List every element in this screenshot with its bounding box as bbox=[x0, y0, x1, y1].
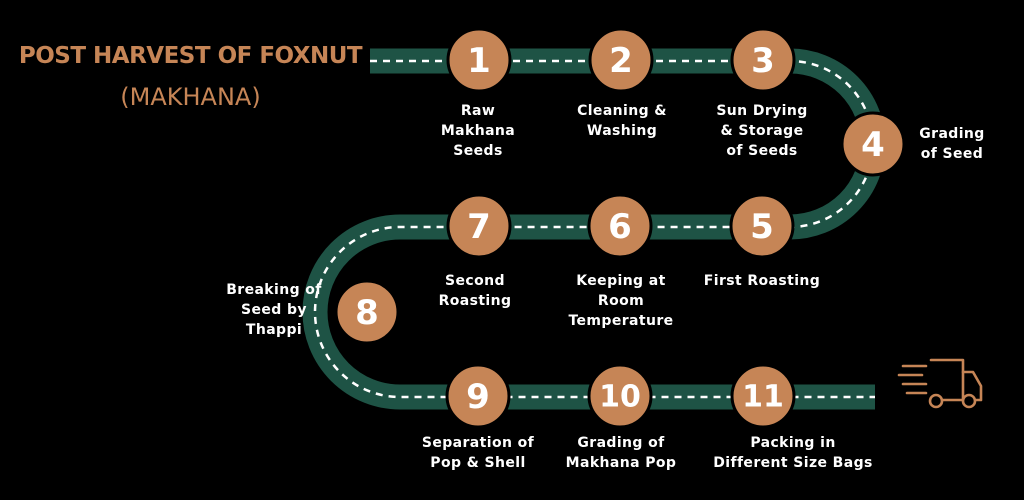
step-circle-11 bbox=[730, 363, 796, 429]
step-marker-6: 6 bbox=[587, 193, 653, 259]
step-marker-9: 9 bbox=[445, 363, 511, 429]
step-circle-6 bbox=[587, 193, 653, 259]
step-circle-9 bbox=[445, 363, 511, 429]
step-marker-3: 3 bbox=[730, 27, 796, 93]
step-number-4: 4 bbox=[861, 125, 885, 165]
step-marker-11: 11 bbox=[730, 363, 796, 429]
step-marker-7: 7 bbox=[446, 193, 512, 259]
step-circle-3 bbox=[730, 27, 796, 93]
step-number-8: 8 bbox=[355, 293, 379, 333]
step-label-7: Second Roasting bbox=[438, 273, 512, 309]
step-number-1: 1 bbox=[467, 41, 491, 81]
step-circle-8 bbox=[334, 279, 400, 345]
step-number-10: 10 bbox=[599, 380, 641, 415]
step-circle-1 bbox=[446, 27, 512, 93]
diagram-title: POST HARVEST OF FOXNUT bbox=[18, 43, 363, 69]
step-circle-7 bbox=[446, 193, 512, 259]
step-label-4: Grading of Seed bbox=[919, 126, 985, 162]
step-label-10: Grading of Makhana Pop bbox=[565, 435, 677, 471]
step-number-11: 11 bbox=[742, 380, 784, 415]
step-number-9: 9 bbox=[466, 377, 490, 417]
step-label-8: Breaking of Seed by Thappi bbox=[226, 282, 322, 338]
step-marker-2: 2 bbox=[588, 27, 654, 93]
step-markers: 1 2 3 4 5 6 7 8 9 10 11 bbox=[334, 27, 906, 429]
step-marker-8: 8 bbox=[334, 279, 400, 345]
step-circle-2 bbox=[588, 27, 654, 93]
step-number-7: 7 bbox=[467, 207, 491, 247]
step-label-9: Separation of Pop & Shell bbox=[421, 435, 535, 471]
delivery-truck-icon bbox=[897, 358, 983, 409]
diagram-subtitle: (MAKHANA) bbox=[120, 83, 261, 111]
step-label-1: Raw Makhana Seeds bbox=[440, 103, 516, 159]
step-marker-5: 5 bbox=[729, 193, 795, 259]
step-label-3: Sun Drying & Storage of Seeds bbox=[716, 103, 808, 159]
step-circle-4 bbox=[840, 111, 906, 177]
step-number-2: 2 bbox=[609, 41, 633, 81]
step-label-11: Packing in Different Size Bags bbox=[713, 435, 873, 471]
step-marker-1: 1 bbox=[446, 27, 512, 93]
step-number-5: 5 bbox=[750, 207, 774, 247]
step-circle-5 bbox=[729, 193, 795, 259]
step-label-5: First Roasting bbox=[703, 273, 821, 289]
step-label-2: Cleaning & Washing bbox=[577, 103, 667, 139]
step-label-6: Keeping at Room Temperature bbox=[568, 273, 674, 329]
step-marker-10: 10 bbox=[587, 363, 653, 429]
step-circle-10 bbox=[587, 363, 653, 429]
step-number-6: 6 bbox=[608, 207, 632, 247]
step-marker-4: 4 bbox=[840, 111, 906, 177]
step-number-3: 3 bbox=[751, 41, 775, 81]
